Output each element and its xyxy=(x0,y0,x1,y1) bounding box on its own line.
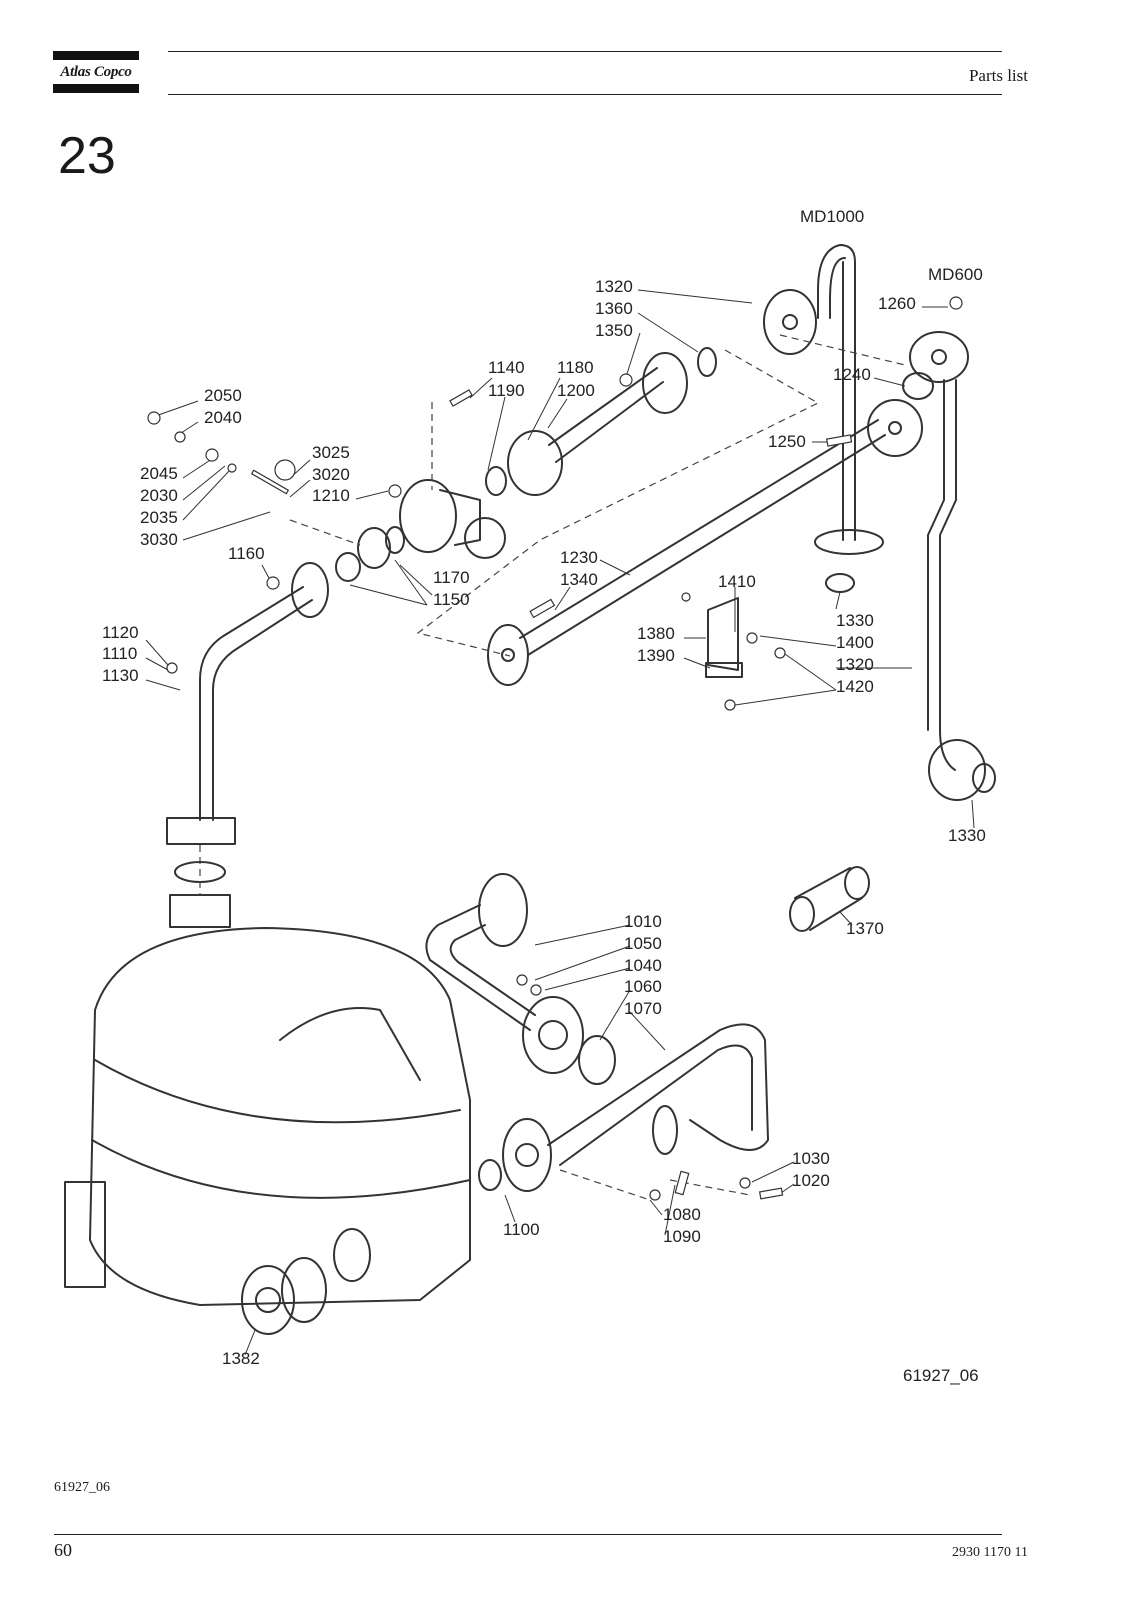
bracket-1380 xyxy=(707,597,739,671)
muffler-1370 xyxy=(794,867,863,931)
flange-square-1130 xyxy=(166,817,236,845)
callout: 1210 xyxy=(312,486,350,505)
callout: 1200 xyxy=(557,381,595,400)
flange-1320-top xyxy=(763,289,817,355)
callout: 1420 xyxy=(836,677,874,696)
callout: 1250 xyxy=(768,432,806,451)
figure-reference: 61927_06 xyxy=(54,1480,110,1495)
callout: 1350 xyxy=(595,321,633,340)
flange-1060 xyxy=(522,996,584,1074)
callout: 3030 xyxy=(140,530,178,549)
header-title: Parts list xyxy=(968,66,1028,85)
flange-pipe-left xyxy=(487,624,529,686)
callout: 1410 xyxy=(718,572,756,591)
callout: 1240 xyxy=(833,365,871,384)
callout: 1340 xyxy=(560,570,598,589)
md600-pipe xyxy=(939,379,957,771)
logo-wordmark: Atlas Copco xyxy=(60,64,132,80)
callout: 1160 xyxy=(228,544,265,563)
md1000-pipe xyxy=(817,244,856,541)
footer-rule xyxy=(54,1534,1002,1535)
model-label-md1000: MD1000 xyxy=(800,207,864,226)
callout: 1400 xyxy=(836,633,874,652)
callout: 1010 xyxy=(624,912,662,931)
callout: 1320 xyxy=(595,277,633,296)
pipe-1010 xyxy=(425,904,536,1031)
flange-1382 xyxy=(241,1265,295,1335)
callout: 1050 xyxy=(624,934,662,953)
callout: 1090 xyxy=(663,1227,701,1246)
callout: 1382 xyxy=(222,1349,260,1368)
callout: 3025 xyxy=(312,443,350,462)
page-number: 60 xyxy=(54,1540,72,1560)
section-number: 23 xyxy=(58,127,116,185)
callout: 1230 xyxy=(560,548,598,567)
model-label-md600: MD600 xyxy=(928,265,983,284)
callout: 1170 xyxy=(433,568,470,587)
flange-1100 xyxy=(502,1118,552,1192)
callout: 1110 xyxy=(102,644,137,663)
callout: 1260 xyxy=(878,294,916,313)
separator-tank xyxy=(89,927,471,1306)
callout: 1040 xyxy=(624,956,662,975)
callout: 1190 xyxy=(488,381,525,400)
callout: 3020 xyxy=(312,465,350,484)
pipe-1160 xyxy=(199,586,313,821)
drawing-id: 61927_06 xyxy=(903,1366,979,1385)
callout: 1030 xyxy=(792,1149,830,1168)
callout: 1330 xyxy=(948,826,986,845)
atlas-copco-logo: Atlas Copco xyxy=(53,51,139,93)
callout: 1100 xyxy=(503,1220,540,1239)
callout: 1320 xyxy=(836,655,874,674)
callout: 1380 xyxy=(637,624,675,643)
callout: 1150 xyxy=(433,590,470,609)
callout: 2035 xyxy=(140,508,178,527)
callout: 1140 xyxy=(488,358,525,377)
callout: 1130 xyxy=(102,666,139,685)
logo-bar-bottom xyxy=(53,84,139,93)
callout: 2045 xyxy=(140,464,178,483)
valve-1170 xyxy=(399,479,457,553)
header-rule-top xyxy=(168,51,1002,52)
callout: 2040 xyxy=(204,408,242,427)
flange-md600-top xyxy=(909,331,969,383)
callout: 1360 xyxy=(595,299,633,318)
exploded-parts-diagram: MD1000 MD600 1320 1360 1350 1140 1190 11… xyxy=(64,207,996,1385)
pipe-1230 xyxy=(519,419,886,656)
callout: 1120 xyxy=(102,623,139,642)
callout: 2030 xyxy=(140,486,178,505)
callout: 1330 xyxy=(836,611,874,630)
flange-md600-bottom xyxy=(928,739,986,801)
header-rule-bottom xyxy=(168,94,1002,95)
callout: 1070 xyxy=(624,999,662,1018)
flange-md1000-bottom xyxy=(814,529,884,555)
pipe-1070 xyxy=(547,1023,769,1166)
callout: 1060 xyxy=(624,977,662,996)
callout: 1080 xyxy=(663,1205,701,1224)
callout: 1180 xyxy=(557,358,594,377)
callout: 2050 xyxy=(204,386,242,405)
logo-bar-top xyxy=(53,51,139,60)
document-number: 2930 1170 11 xyxy=(952,1545,1028,1560)
callout: 1020 xyxy=(792,1171,830,1190)
callout: 1370 xyxy=(846,919,884,938)
callout: 1390 xyxy=(637,646,675,665)
